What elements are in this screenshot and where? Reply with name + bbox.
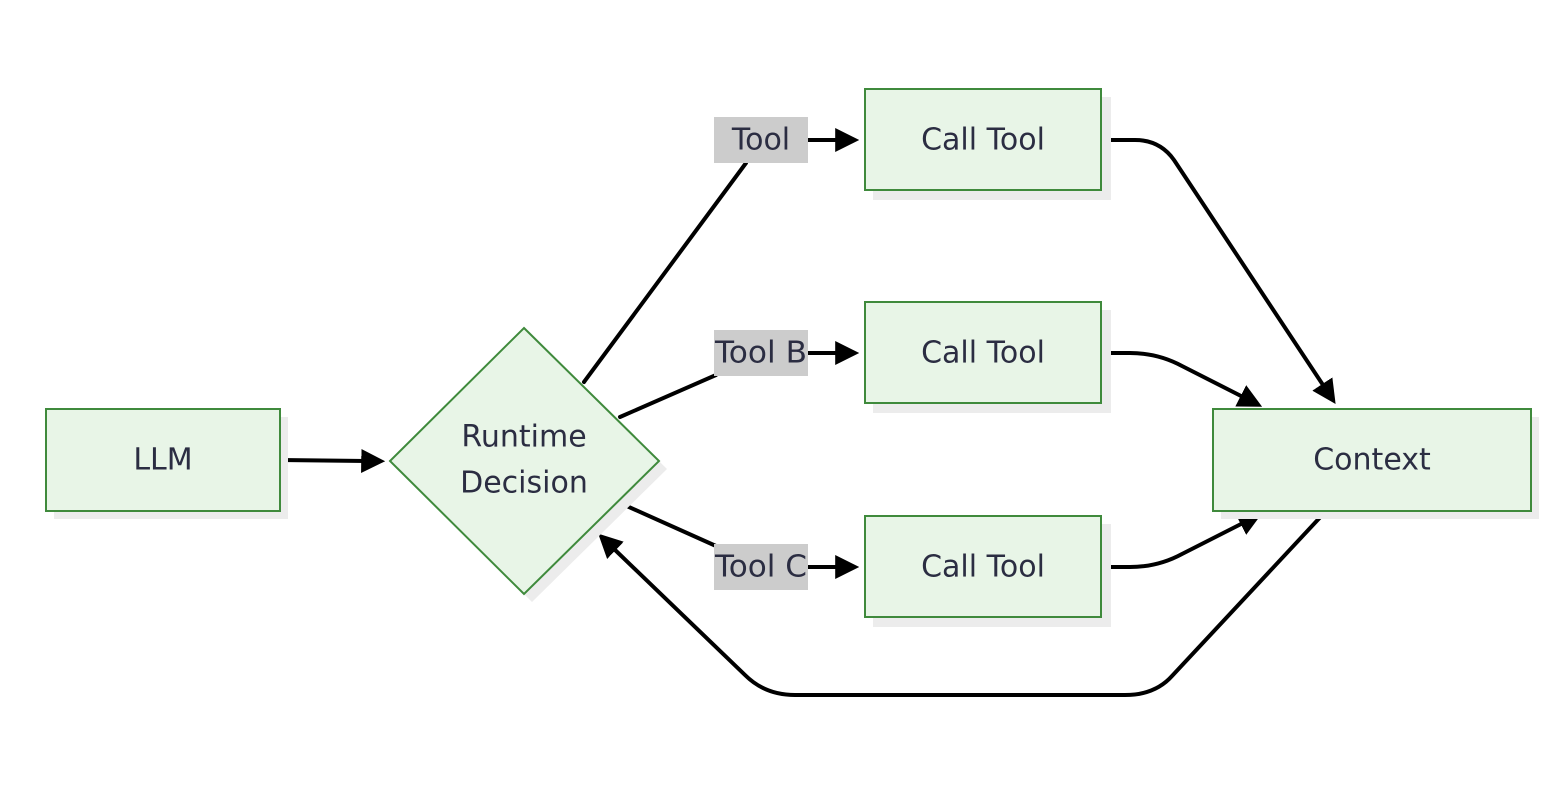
edge-decision-to-tool-label-b	[618, 373, 718, 419]
context-node[interactable]: Context	[1212, 408, 1532, 512]
edge-call-tool-c-to-context	[1100, 513, 1263, 569]
edge-context-to-decision	[598, 509, 1328, 697]
edge-label-tool-c: Tool C	[714, 544, 808, 590]
runtime-decision-label-line2: Decision	[460, 466, 588, 501]
context-node-label: Context	[1313, 443, 1431, 478]
edge-decision-to-tool-label-a	[582, 161, 748, 384]
edge-call-tool-b-to-context	[1100, 351, 1263, 407]
edge-label-tool-a-text: Tool	[731, 123, 790, 158]
call-tool-a-label: Call Tool	[921, 123, 1045, 158]
call-tool-b-node[interactable]: Call Tool	[864, 301, 1102, 404]
edge-label-tool-c-text: Tool C	[714, 550, 807, 585]
call-tool-b-label: Call Tool	[921, 336, 1045, 371]
edge-label-tool-a: Tool	[714, 117, 808, 163]
edge-label-tool-b: Tool B	[714, 330, 808, 376]
edge-label-tool-b-text: Tool B	[714, 336, 807, 371]
edges	[278, 128, 1336, 697]
llm-node[interactable]: LLM	[45, 408, 281, 512]
runtime-decision-node[interactable]: Runtime Decision	[388, 326, 661, 596]
runtime-decision-label-line1: Runtime	[461, 420, 586, 455]
llm-node-label: LLM	[133, 443, 192, 478]
call-tool-c-label: Call Tool	[921, 550, 1045, 585]
call-tool-c-node[interactable]: Call Tool	[864, 515, 1102, 618]
call-tool-a-node[interactable]: Call Tool	[864, 88, 1102, 191]
edge-decision-to-tool-label-c	[618, 501, 718, 548]
edge-call-tool-a-to-context	[1100, 138, 1336, 405]
edge-llm-to-decision	[278, 448, 386, 473]
